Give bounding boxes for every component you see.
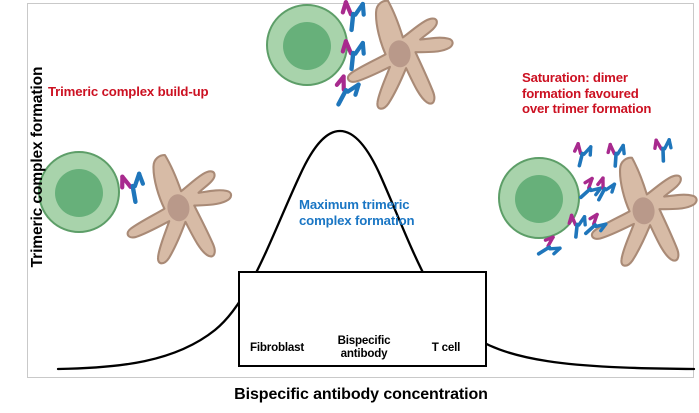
legend-box	[238, 271, 487, 367]
scene-peak-group	[266, 0, 460, 114]
tcell-right	[498, 157, 580, 239]
antibody-peak-1	[341, 2, 365, 31]
fibroblast-left	[116, 145, 241, 269]
scene-right-group	[498, 137, 699, 271]
y-axis-label: Trimeric complex formation	[29, 66, 46, 268]
antibody-right-tcell-1	[569, 141, 594, 170]
fibroblast-right	[583, 150, 699, 271]
x-axis-label: Bispecific antibody concentration	[234, 386, 488, 403]
antibody-right-tcell-4	[532, 234, 563, 263]
tcell-left	[38, 151, 120, 233]
annotation-maximum-trimeric: Maximum trimeric complex formation	[299, 197, 415, 228]
legend-label-tcell: T cell	[431, 341, 461, 354]
annotation-trimeric-build-up: Trimeric complex build-up	[48, 84, 209, 99]
antibody-right-tcell-3	[566, 213, 588, 240]
legend-label-bispecific-antibody: Bispecific antibody	[337, 334, 391, 360]
annotation-saturation: Saturation: dimer formation favoured ove…	[522, 70, 652, 117]
antibody-left-1	[120, 173, 145, 203]
legend-label-fibroblast: Fibroblast	[249, 341, 305, 354]
scene-left-group	[38, 145, 241, 269]
tcell-peak	[266, 4, 348, 86]
fibroblast-peak	[339, 0, 460, 114]
antibody-right-fibro-4	[652, 137, 674, 164]
